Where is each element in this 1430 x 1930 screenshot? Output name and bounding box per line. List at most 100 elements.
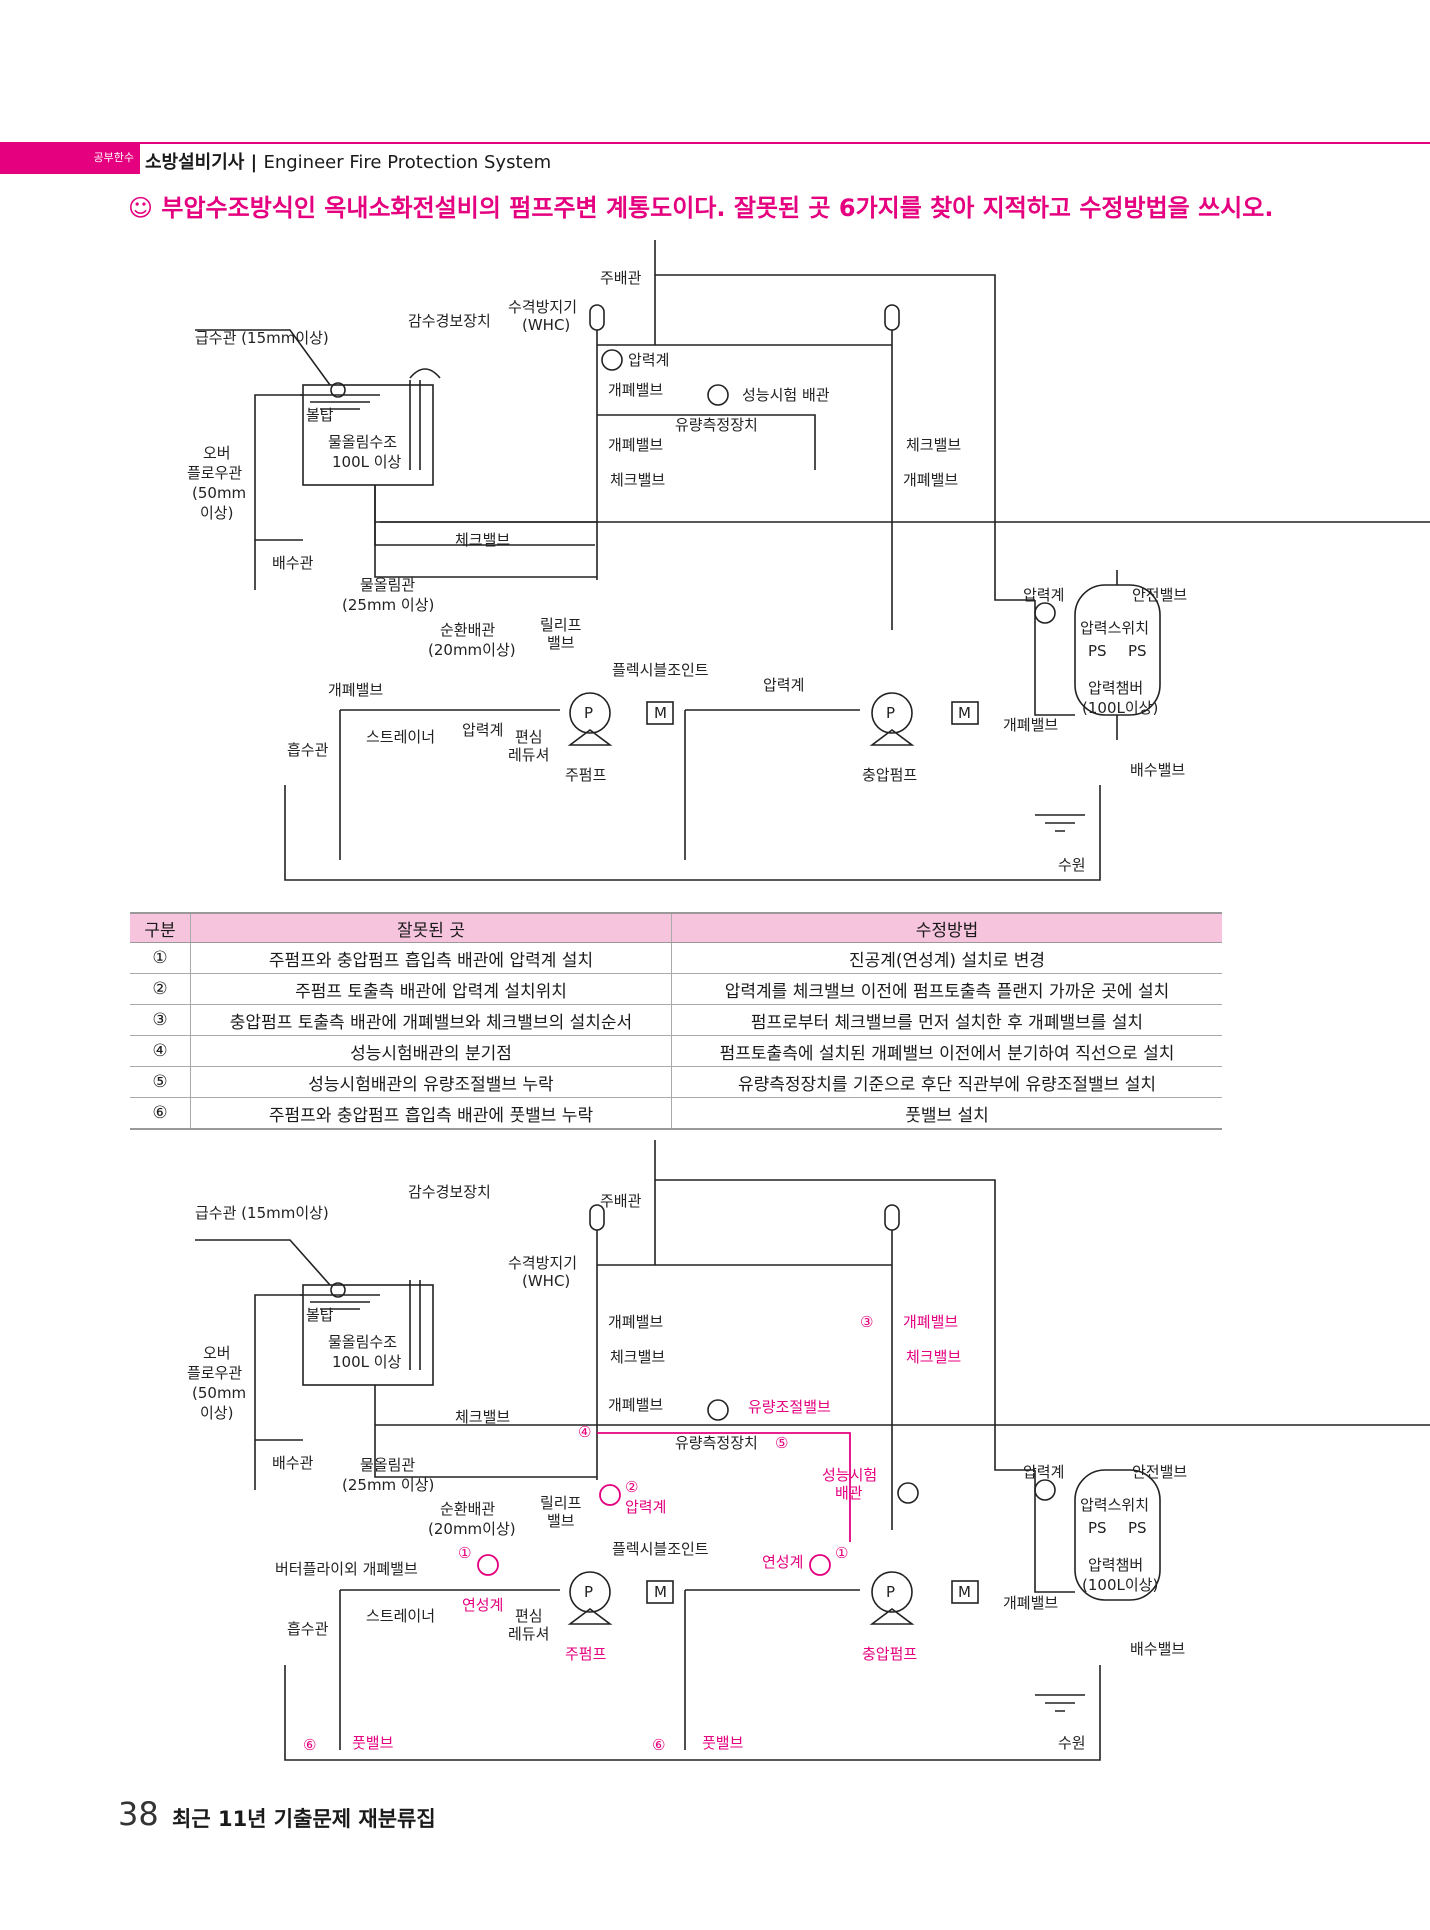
- svg-text:P: P: [584, 1583, 593, 1601]
- svg-text:안전밸브: 안전밸브: [1132, 586, 1187, 604]
- svg-text:급수관 (15mm이상): 급수관 (15mm이상): [195, 1204, 329, 1222]
- svg-text:릴리프: 릴리프: [540, 616, 582, 634]
- svg-text:체크밸브: 체크밸브: [906, 436, 961, 454]
- svg-text:물올림수조: 물올림수조: [328, 1333, 397, 1351]
- svg-text:M: M: [958, 704, 971, 722]
- svg-text:주배관: 주배관: [600, 1192, 642, 1210]
- diagram-corrected: 주배관 수격방지기 (WHC) 감수경보장치 급수관 (15mm이상) 볼탑 물…: [187, 1140, 1430, 1761]
- svg-text:유량측정장치: 유량측정장치: [675, 416, 758, 434]
- svg-text:이상): 이상): [200, 1404, 233, 1422]
- col-header-index: 구분: [130, 912, 191, 943]
- diagram-original: 주배관 수격방지기 (WHC) 감수경보장치 급수관 (15mm이상) 볼탑 물…: [187, 240, 1430, 881]
- svg-text:PS: PS: [1088, 642, 1107, 660]
- svg-text:스트레이너: 스트레이너: [366, 1607, 435, 1625]
- svg-text:개폐밸브: 개폐밸브: [608, 381, 663, 399]
- svg-text:⑥: ⑥: [652, 1736, 665, 1754]
- svg-text:M: M: [654, 1583, 667, 1601]
- svg-text:릴리프: 릴리프: [540, 1494, 582, 1512]
- svg-text:흡수관: 흡수관: [287, 1620, 329, 1638]
- svg-text:(WHC): (WHC): [522, 1272, 570, 1290]
- svg-text:수격방지기: 수격방지기: [508, 298, 577, 316]
- svg-text:(25mm 이상): (25mm 이상): [342, 596, 434, 614]
- svg-text:100L 이상: 100L 이상: [332, 1353, 402, 1371]
- svg-text:편심: 편심: [515, 728, 543, 746]
- svg-text:연성계: 연성계: [462, 1596, 503, 1614]
- svg-text:압력계: 압력계: [1023, 1463, 1064, 1481]
- svg-text:개폐밸브: 개폐밸브: [903, 1313, 958, 1331]
- svg-text:순환배관: 순환배관: [440, 1500, 495, 1518]
- svg-text:주펌프: 주펌프: [565, 766, 607, 784]
- svg-text:배관: 배관: [835, 1484, 863, 1502]
- svg-text:(25mm 이상): (25mm 이상): [342, 1476, 434, 1494]
- svg-text:밸브: 밸브: [547, 634, 575, 652]
- svg-text:(100L이상): (100L이상): [1082, 1576, 1158, 1594]
- svg-text:플렉시블조인트: 플렉시블조인트: [612, 661, 709, 679]
- svg-text:성능시험: 성능시험: [822, 1466, 877, 1484]
- svg-text:(20mm이상): (20mm이상): [428, 641, 516, 659]
- svg-text:개폐밸브: 개폐밸브: [608, 1396, 663, 1414]
- svg-text:압력챔버: 압력챔버: [1088, 1556, 1143, 1574]
- svg-text:연성계: 연성계: [762, 1553, 803, 1571]
- header-title: 소방설비기사 | Engineer Fire Protection System: [145, 152, 552, 173]
- svg-text:수원: 수원: [1058, 1734, 1086, 1752]
- svg-text:유량조절밸브: 유량조절밸브: [748, 1398, 831, 1416]
- svg-text:주배관: 주배관: [600, 269, 642, 287]
- svg-text:배수관: 배수관: [272, 554, 314, 572]
- col-header-fix: 수정방법: [671, 912, 1222, 943]
- svg-text:밸브: 밸브: [547, 1512, 575, 1530]
- svg-text:플로우관: 플로우관: [187, 1364, 242, 1382]
- svg-text:오버: 오버: [203, 1344, 231, 1362]
- svg-text:감수경보장치: 감수경보장치: [408, 312, 491, 330]
- svg-text:급수관 (15mm이상): 급수관 (15mm이상): [195, 329, 329, 347]
- svg-text:체크밸브: 체크밸브: [610, 1348, 665, 1366]
- svg-text:버터플라이외 개폐밸브: 버터플라이외 개폐밸브: [275, 1560, 418, 1578]
- svg-text:⑤: ⑤: [775, 1434, 788, 1452]
- svg-text:압력계: 압력계: [462, 721, 503, 739]
- svg-text:③: ③: [860, 1313, 873, 1331]
- header-rule: [0, 142, 1430, 144]
- svg-text:PS: PS: [1128, 1519, 1147, 1537]
- header-tag: 공부한수: [0, 142, 140, 174]
- svg-text:100L 이상: 100L 이상: [332, 453, 402, 471]
- svg-text:흡수관: 흡수관: [287, 741, 329, 759]
- svg-text:M: M: [958, 1583, 971, 1601]
- book-title: 최근 11년 기출문제 재분류집: [172, 1807, 436, 1831]
- svg-text:체크밸브: 체크밸브: [610, 471, 665, 489]
- svg-text:P: P: [886, 1583, 895, 1601]
- svg-text:물올림관: 물올림관: [360, 576, 415, 594]
- svg-text:②: ②: [625, 1478, 638, 1496]
- svg-text:체크밸브: 체크밸브: [906, 1348, 961, 1366]
- svg-text:개폐밸브: 개폐밸브: [1003, 716, 1058, 734]
- svg-text:안전밸브: 안전밸브: [1132, 1463, 1187, 1481]
- svg-text:체크밸브: 체크밸브: [455, 1408, 510, 1426]
- svg-text:스트레이너: 스트레이너: [366, 728, 435, 746]
- svg-text:배수관: 배수관: [272, 1454, 314, 1472]
- col-header-error: 잘못된 곳: [190, 912, 672, 943]
- question-text: ☺ 부압수조방식인 옥내소화전설비의 펌프주변 계통도이다. 잘못된 곳 6가지…: [128, 194, 1274, 222]
- svg-text:P: P: [584, 704, 593, 722]
- svg-text:배수밸브: 배수밸브: [1130, 1640, 1185, 1658]
- svg-text:순환배관: 순환배관: [440, 621, 495, 639]
- svg-text:볼탑: 볼탑: [306, 406, 334, 424]
- svg-text:개폐밸브: 개폐밸브: [608, 436, 663, 454]
- svg-text:풋밸브: 풋밸브: [702, 1734, 744, 1752]
- svg-text:성능시험 배관: 성능시험 배관: [742, 386, 830, 404]
- svg-text:물올림수조: 물올림수조: [328, 433, 397, 451]
- svg-text:압력스위치: 압력스위치: [1080, 1496, 1149, 1514]
- svg-text:(WHC): (WHC): [522, 316, 570, 334]
- svg-text:⑥: ⑥: [303, 1736, 316, 1754]
- svg-text:(50mm: (50mm: [192, 1384, 246, 1402]
- svg-text:볼탑: 볼탑: [306, 1306, 334, 1324]
- svg-text:압력계: 압력계: [1023, 586, 1064, 604]
- svg-text:PS: PS: [1088, 1519, 1107, 1537]
- svg-text:압력스위치: 압력스위치: [1080, 619, 1149, 637]
- svg-text:개폐밸브: 개폐밸브: [608, 1313, 663, 1331]
- svg-text:개폐밸브: 개폐밸브: [1003, 1594, 1058, 1612]
- table-header-row: 구분 잘못된 곳 수정방법: [130, 912, 1222, 943]
- svg-text:P: P: [886, 704, 895, 722]
